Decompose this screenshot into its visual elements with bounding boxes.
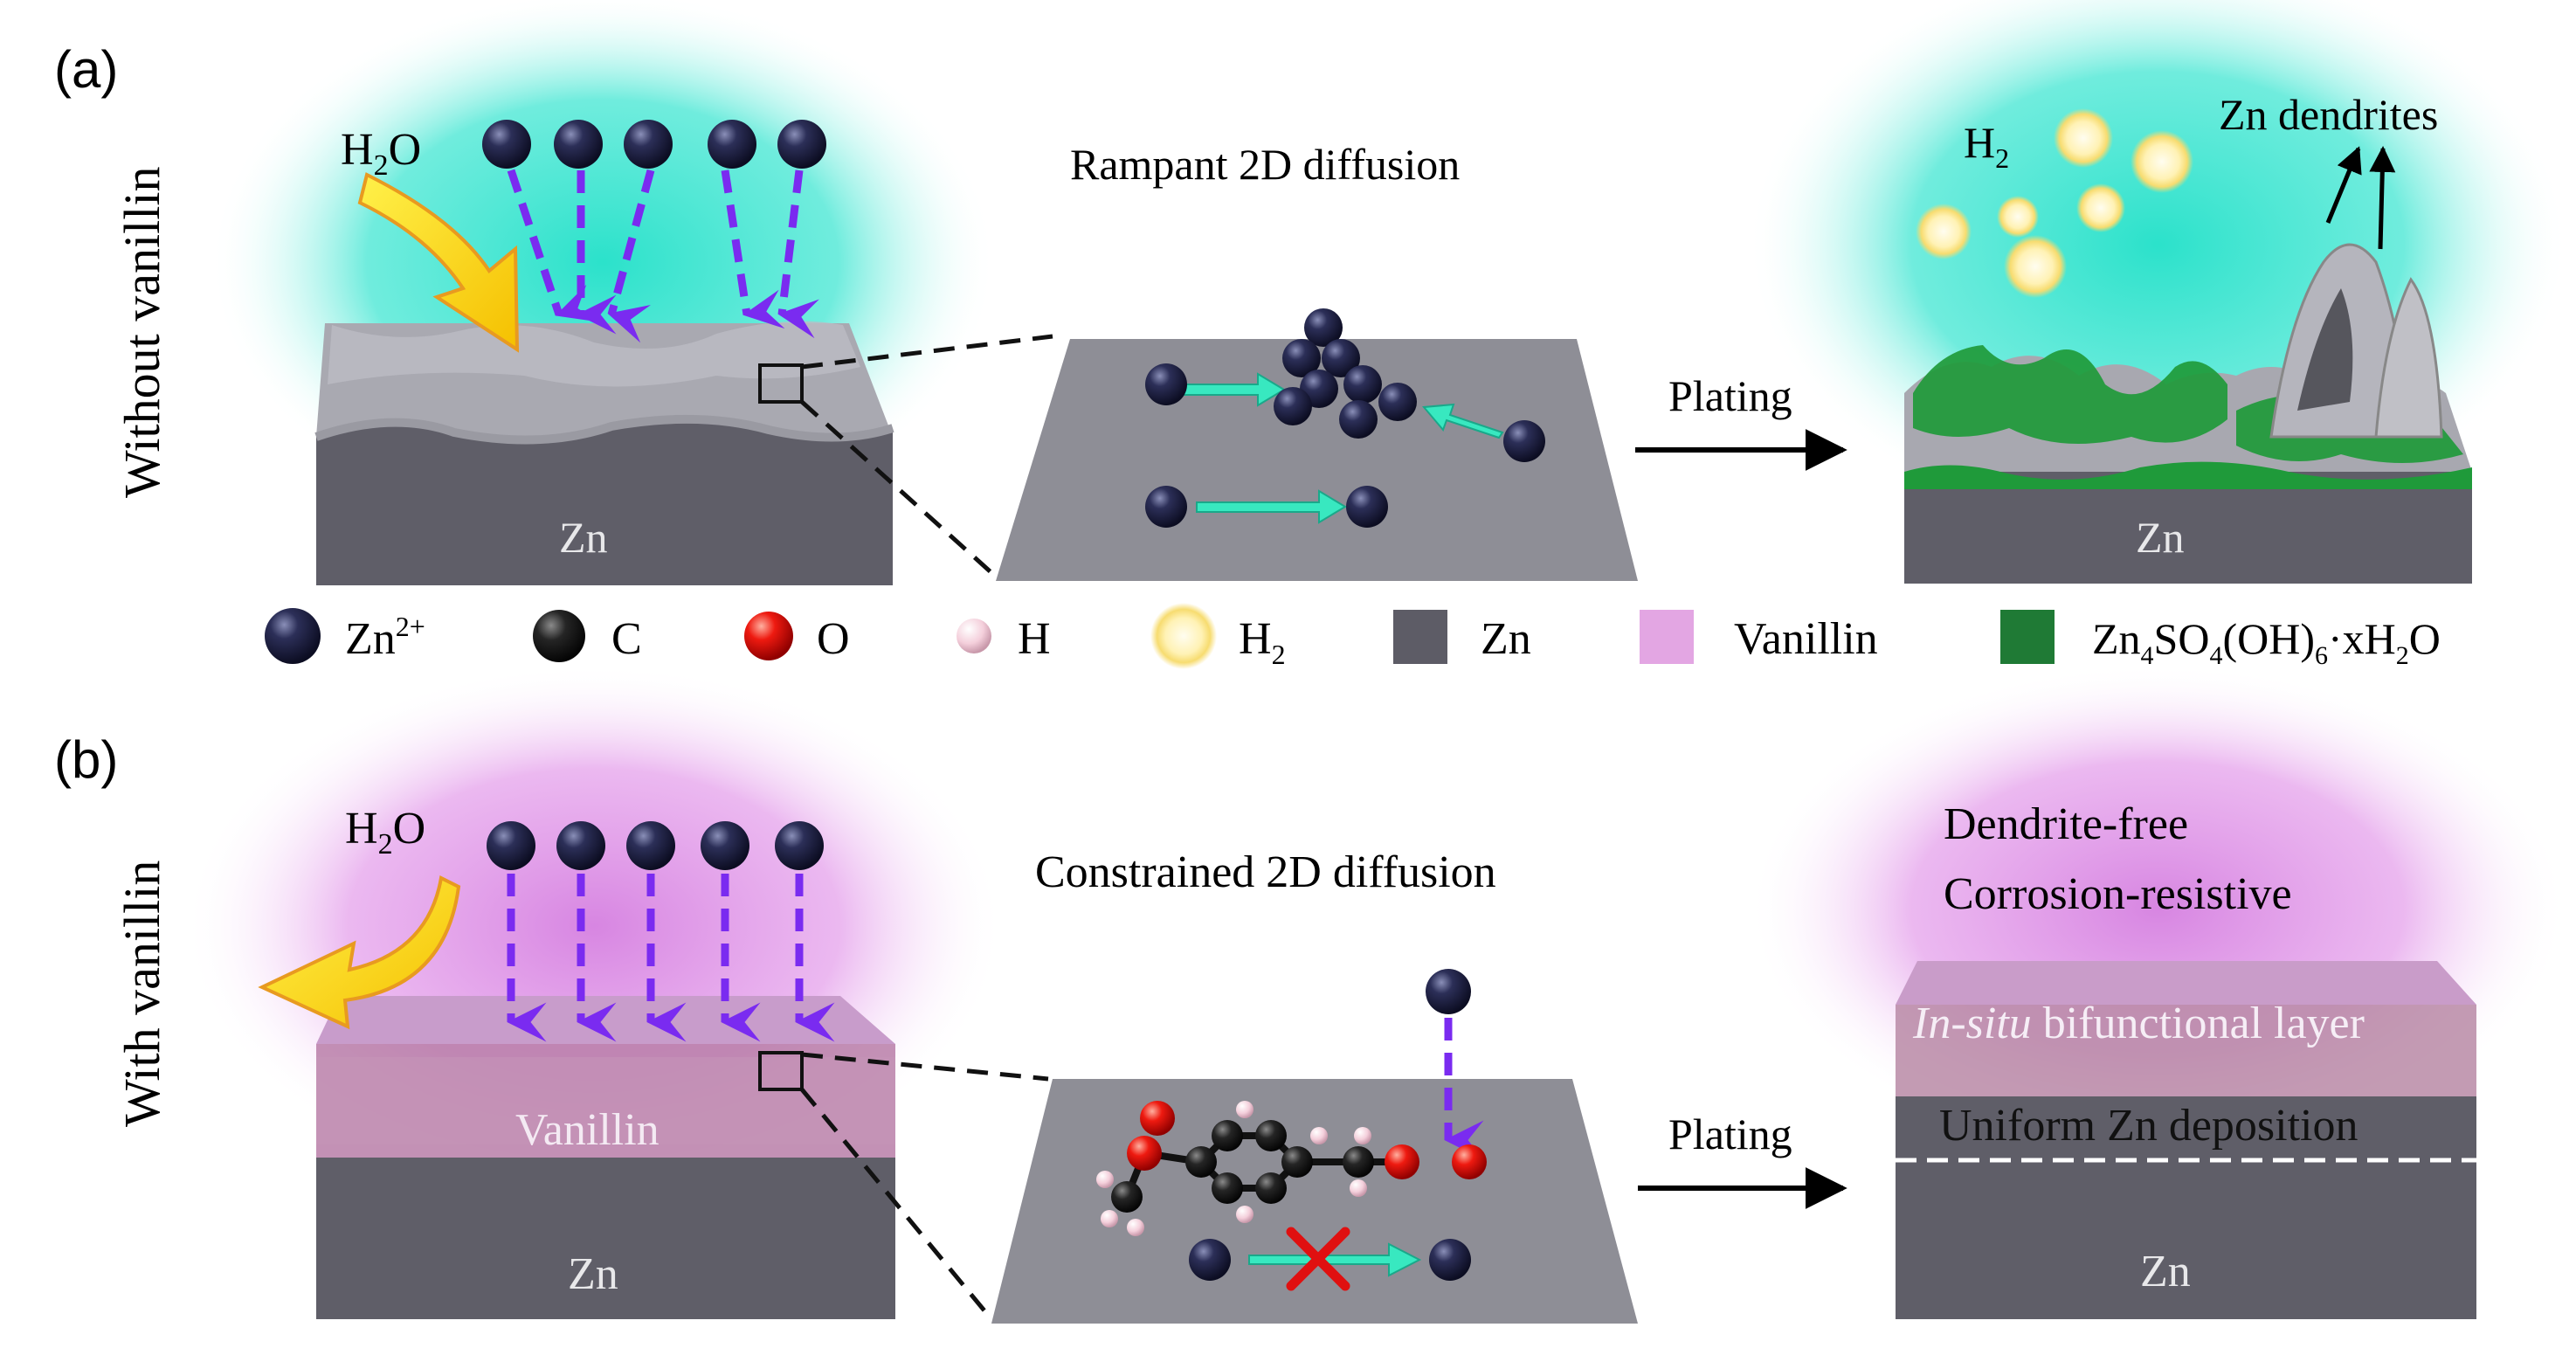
vanillin-label-block: Vanillin <box>515 1105 660 1155</box>
dendrites-label: Zn dendrites <box>2219 90 2438 139</box>
legend-zhs-swatch <box>2000 610 2055 664</box>
zoom-line-b-bottom <box>800 1088 993 1321</box>
ion-arrows-a <box>507 169 819 343</box>
zn-block-rough <box>314 321 894 585</box>
panel-b-side-label: With vanillin <box>114 861 170 1127</box>
vanillin-molecule <box>1096 1101 1419 1236</box>
mid-title-b: Constrained 2D diffusion <box>1035 847 1496 897</box>
zoom-box-b <box>758 1051 804 1091</box>
legend-zhs-label: Zn4SO4(OH)6·xH2O <box>2092 614 2441 670</box>
water-repel-arrow <box>258 875 461 1030</box>
zn-ion-b-left <box>1189 1239 1231 1281</box>
block-cross <box>1286 1227 1350 1291</box>
corrosion-resistive-label: Corrosion-resistive <box>1944 869 2292 919</box>
zn-label-a-left: Zn <box>559 513 608 562</box>
dendrite-free-label: Dendrite-free <box>1944 799 2188 849</box>
legend-carbon-label: C <box>611 614 642 664</box>
panel-a-label: (a) <box>54 40 118 99</box>
legend-zn-swatch <box>1393 610 1447 664</box>
ion-arrows-b <box>507 874 835 1042</box>
zn-ions-b-top <box>487 821 824 870</box>
diffusion-plane-b <box>991 1079 1638 1324</box>
zoom-line-a-bottom <box>800 400 998 578</box>
zn-label-a-right: Zn <box>2136 513 2185 562</box>
dendritic-zn-block <box>1904 243 2472 584</box>
legend-vanillin-swatch <box>1640 610 1694 664</box>
plating-label-a: Plating <box>1668 371 1792 420</box>
diffusion-arrows-a <box>1183 372 1504 524</box>
legend-oxygen-label: O <box>817 614 850 664</box>
legend: Zn2+ C O H H2 Zn Vanillin Zn4SO4(OH)6·xH… <box>265 603 2441 670</box>
panel-b: (b) With vanillin Vanillin Zn H2O <box>54 664 2568 1324</box>
zoom-box-a <box>758 363 804 404</box>
h2-label-a: H2 <box>1964 118 2009 174</box>
blocked-diffusion-arrow <box>1248 1242 1422 1277</box>
dendrite-arrow-2 <box>2369 146 2396 250</box>
binding-oxygen <box>1452 1144 1487 1179</box>
legend-zn-label: Zn <box>1481 614 1531 664</box>
uniform-deposition-label: Uniform Zn deposition <box>1939 1101 2358 1151</box>
zn-ion-b-right <box>1429 1239 1471 1281</box>
legend-oxygen-swatch <box>744 612 793 660</box>
dendrite-arrow-1 <box>2325 146 2362 224</box>
panel-a: (a) Without vanillin Zn H2O <box>54 0 2568 585</box>
in-situ-layer-label: In-situ bifunctional layer <box>1912 999 2365 1048</box>
plating-label-b: Plating <box>1668 1110 1792 1158</box>
zn-label-b-left: Zn <box>568 1249 618 1299</box>
legend-h2-swatch <box>1150 603 1217 669</box>
water-curl-arrow <box>357 172 520 353</box>
zoom-line-a-top <box>801 334 1053 370</box>
zn-ions-a-plane <box>1145 308 1545 528</box>
legend-hydrogen-swatch <box>957 619 991 653</box>
zn-label-b-right: Zn <box>2140 1247 2191 1296</box>
legend-zn-ion-label: Zn2+ <box>345 611 425 664</box>
panel-b-label: (b) <box>54 730 118 789</box>
legend-carbon-swatch <box>533 610 585 662</box>
water-label-b: H2O <box>345 804 425 861</box>
zn-ion-b-adsorbing <box>1426 969 1471 1014</box>
zoom-line-b-top <box>801 1052 1049 1082</box>
legend-vanillin-label: Vanillin <box>1734 614 1878 664</box>
h2-bubbles-a <box>1916 108 2193 298</box>
legend-h2-label: H2 <box>1239 614 1286 670</box>
legend-hydrogen-label: H <box>1018 614 1051 664</box>
mid-title-a: Rampant 2D diffusion <box>1070 140 1460 189</box>
zn-ions-a-top <box>482 120 826 169</box>
legend-zn-ion-swatch <box>265 608 321 664</box>
panel-a-side-label: Without vanillin <box>114 167 170 498</box>
water-label-a: H2O <box>341 125 421 182</box>
protected-zn-block <box>1896 961 2476 1319</box>
